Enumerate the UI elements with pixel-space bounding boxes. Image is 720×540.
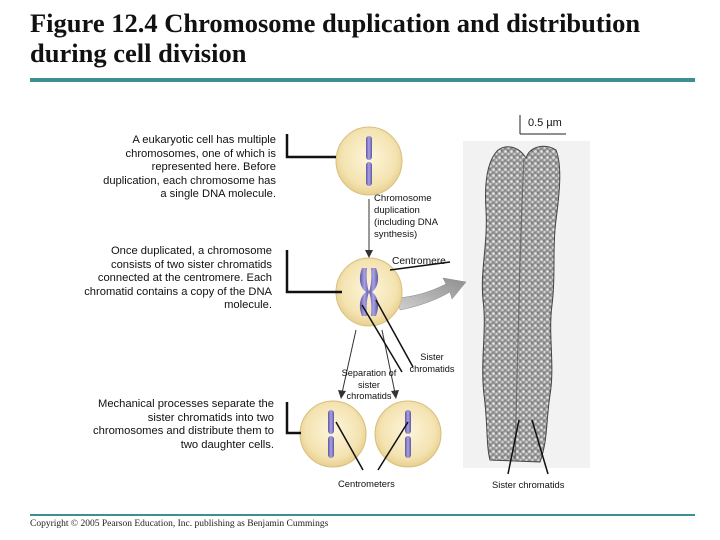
cell-2: [335, 257, 403, 327]
copyright-notice: Copyright © 2005 Pearson Education, Inc.…: [30, 519, 329, 529]
step3-bracket: [285, 402, 301, 435]
duplication-label: Chromosome duplication (including DNA sy…: [374, 193, 438, 240]
separation-arrow-left: [341, 329, 357, 394]
footer-divider: [30, 514, 695, 516]
step1-bracket: [285, 134, 336, 159]
micrograph-sister-chromatids-label: Sister chromatids: [492, 479, 565, 490]
step2-description: Once duplicated, a chromosome consists o…: [84, 245, 272, 312]
single-chromosome: [366, 136, 372, 186]
scale-bar-label: 0.5 µm: [528, 117, 562, 129]
centromeres-leader-left: [335, 421, 364, 471]
centromere-leader: [389, 261, 451, 271]
daughter-chromosome-left: [328, 410, 334, 458]
micrograph-chromatid-leader-1: [507, 419, 520, 475]
duplicated-chromosome: [359, 268, 379, 316]
enlarge-arrow: [397, 277, 467, 311]
micrograph-chromatid-leader-2: [531, 419, 549, 475]
separation-arrow-right: [381, 329, 396, 394]
cell-1: [335, 126, 403, 196]
separation-arrowhead-left: [338, 390, 346, 399]
daughter-cell-left: [299, 400, 367, 468]
micrograph-chromosome: [481, 145, 561, 463]
title-divider: [30, 78, 695, 82]
duplication-arrowhead: [365, 250, 373, 258]
step2-bracket: [285, 250, 342, 294]
figure-title: Figure 12.4 Chromosome duplication and d…: [30, 8, 641, 68]
centromeres-label: Centrometers: [338, 478, 395, 489]
cell-1-body: [335, 126, 403, 196]
step3-description: Mechanical processes separate the sister…: [93, 398, 274, 451]
separation-label: Separation of sister chromatids: [341, 368, 397, 401]
sister-chromatid-leader-2: [361, 304, 403, 373]
micrograph-panel: [463, 115, 590, 468]
step1-description: A eukaryotic cell has multiple chromosom…: [103, 134, 276, 201]
daughter-cell-right: [374, 400, 442, 468]
centromere-label: Centromere: [392, 256, 446, 267]
centromeres-leader-right: [377, 421, 409, 471]
separation-arrowhead-right: [391, 390, 399, 399]
sister-chromatids-label: Sister chromatids: [409, 352, 455, 374]
sister-chromatid-leader-1: [375, 299, 414, 368]
